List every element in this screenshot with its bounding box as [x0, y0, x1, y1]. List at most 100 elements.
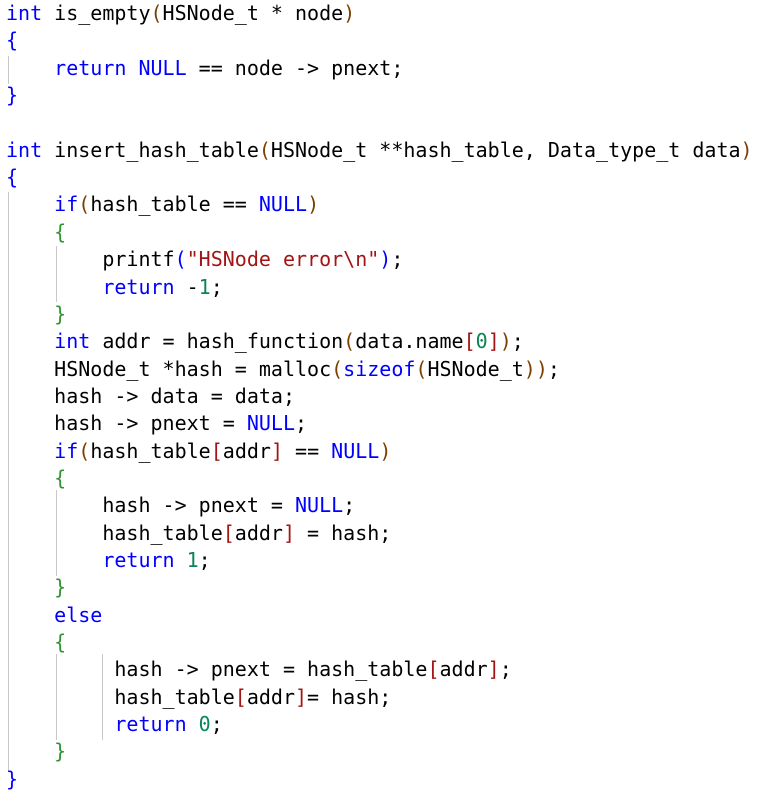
- code-line[interactable]: {: [6, 27, 18, 54]
- code-token: ;: [547, 356, 560, 381]
- code-line[interactable]: return NULL == node -> pnext;: [6, 55, 403, 82]
- code-token: [175, 548, 187, 572]
- code-token: addr: [439, 657, 488, 682]
- code-line[interactable]: if(hash_table == NULL): [6, 191, 319, 218]
- code-token: return: [114, 712, 187, 737]
- indent-guide: [8, 56, 9, 84]
- code-token: 0: [475, 329, 488, 354]
- code-line[interactable]: }: [6, 301, 66, 328]
- code-line[interactable]: hash -> pnext = hash_table[addr];: [6, 656, 512, 683]
- code-token: ;: [210, 274, 223, 299]
- code-token: NULL: [138, 55, 187, 80]
- code-token: [6, 56, 54, 80]
- code-token: insert_hash_table: [42, 137, 259, 162]
- code-token: [6, 603, 54, 627]
- code-token: ): [740, 137, 753, 162]
- code-token: [: [210, 438, 223, 463]
- code-line[interactable]: return 1;: [6, 547, 210, 574]
- code-line[interactable]: return 0;: [6, 711, 223, 738]
- code-line[interactable]: if(hash_table[addr] == NULL): [6, 438, 391, 465]
- code-line[interactable]: int is_empty(HSNode_t * node): [6, 0, 355, 27]
- indent-guide: [8, 192, 9, 772]
- code-token: [6, 712, 114, 736]
- code-token: "HSNode error\n": [186, 247, 380, 272]
- code-token: [6, 302, 54, 326]
- code-line[interactable]: }: [6, 82, 18, 109]
- code-token: [6, 329, 54, 353]
- code-token: ;: [499, 657, 512, 682]
- code-line[interactable]: HSNode_t *hash = malloc(sizeof(HSNode_t)…: [6, 356, 560, 383]
- code-line[interactable]: }: [6, 766, 18, 793]
- code-line[interactable]: hash_table[addr] = hash;: [6, 520, 391, 547]
- code-token: NULL: [246, 411, 295, 436]
- code-token: addr: [234, 520, 283, 545]
- code-token: int: [6, 137, 43, 162]
- code-line[interactable]: {: [6, 219, 66, 246]
- code-line[interactable]: int addr = hash_function(data.name[0]);: [6, 328, 524, 355]
- code-token: ): [379, 247, 392, 272]
- code-token: ): [343, 1, 356, 25]
- code-line[interactable]: return -1;: [6, 274, 223, 301]
- code-token: NULL: [331, 438, 380, 463]
- code-token: addr: [222, 438, 271, 463]
- code-token: return: [102, 274, 175, 299]
- code-token: ;: [391, 247, 404, 272]
- code-token: 0: [198, 712, 211, 737]
- code-token: ]: [270, 438, 283, 463]
- code-token: }: [6, 766, 19, 791]
- code-line[interactable]: hash -> pnext = NULL;: [6, 492, 355, 519]
- code-token: (: [174, 247, 187, 272]
- code-token: [: [222, 520, 235, 545]
- code-line[interactable]: {: [6, 164, 18, 191]
- code-token: = hash;: [295, 520, 392, 545]
- code-token: [6, 739, 54, 763]
- code-line[interactable]: int insert_hash_table(HSNode_t **hash_ta…: [6, 137, 753, 164]
- code-token: addr = hash_function: [90, 329, 344, 354]
- code-line[interactable]: printf("HSNode error\n");: [6, 246, 403, 273]
- code-token: 1: [186, 548, 199, 572]
- code-token: data.name: [355, 329, 464, 354]
- code-token: hash_table: [90, 438, 211, 463]
- indent-guide: [102, 654, 103, 740]
- code-line[interactable]: hash -> pnext = NULL;: [6, 410, 307, 437]
- code-token: HSNode_t: [427, 356, 524, 381]
- indent-guide: [56, 490, 57, 576]
- code-token: hash_table: [6, 684, 235, 709]
- code-line[interactable]: hash -> data = data;: [6, 383, 295, 410]
- code-line[interactable]: }: [6, 574, 66, 601]
- code-line[interactable]: hash_table[addr]= hash;: [6, 684, 391, 711]
- code-token: HSNode_t * node: [162, 1, 344, 25]
- code-token: [6, 220, 54, 244]
- code-line[interactable]: else: [6, 602, 102, 629]
- code-token: [6, 275, 102, 299]
- code-token: [6, 466, 54, 490]
- code-token: ): [523, 356, 536, 381]
- code-token: [6, 548, 102, 572]
- code-token: {: [54, 630, 67, 655]
- code-token: (: [78, 192, 91, 217]
- code-token: ;: [210, 712, 223, 737]
- code-token: {: [6, 165, 19, 190]
- code-token: {: [6, 28, 19, 53]
- code-token: (: [150, 1, 163, 25]
- code-token: hash -> pnext =: [6, 493, 295, 518]
- code-token: hash_table: [6, 520, 223, 545]
- code-token: printf: [6, 247, 175, 272]
- code-line[interactable]: }: [6, 738, 66, 765]
- code-token: HSNode_t *hash = malloc: [6, 356, 332, 381]
- code-token: ): [379, 438, 392, 463]
- code-token: if: [54, 192, 79, 217]
- code-token: ]: [282, 520, 296, 545]
- code-token: return: [102, 548, 175, 572]
- code-token: ): [499, 329, 512, 354]
- code-token: NULL: [294, 493, 344, 518]
- code-token: [187, 712, 199, 736]
- code-token: ]: [295, 684, 308, 709]
- code-line[interactable]: {: [6, 629, 66, 656]
- code-token: (: [415, 356, 428, 381]
- code-token: hash -> data = data;: [6, 383, 295, 408]
- code-token: hash -> pnext =: [6, 411, 247, 436]
- code-line[interactable]: {: [6, 465, 66, 492]
- code-token: -: [174, 274, 199, 299]
